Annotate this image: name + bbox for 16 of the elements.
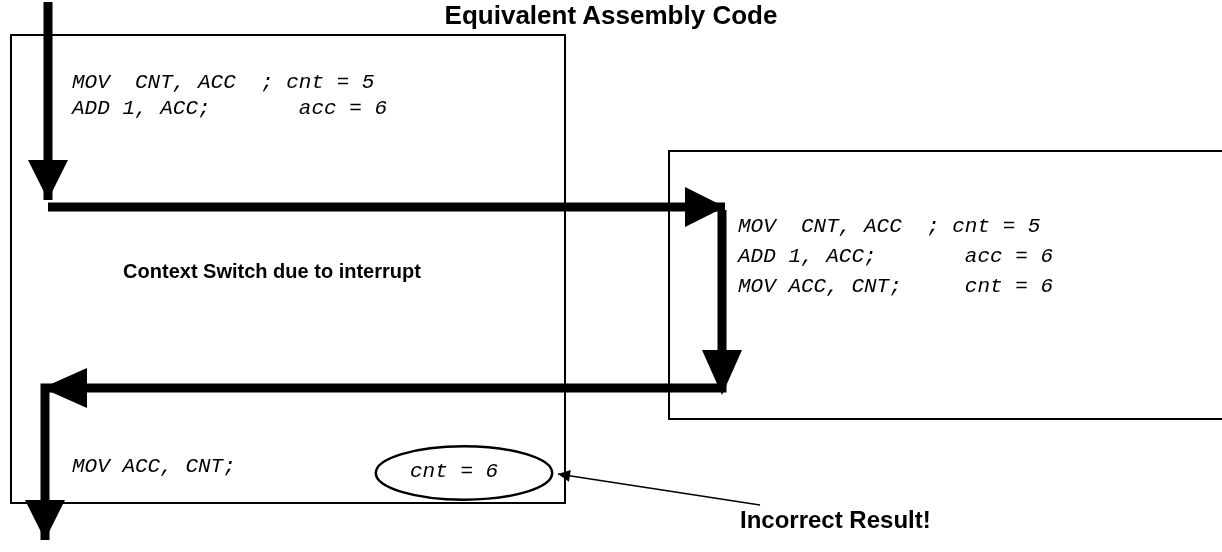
thick-arrow <box>48 186 725 228</box>
code-box <box>668 150 1222 420</box>
title: Equivalent Assembly Code <box>443 0 779 30</box>
context-switch-note: Context Switch due to interrupt <box>122 259 422 284</box>
code-line: MOV ACC, CNT; cnt = 6 <box>738 274 1054 300</box>
code-line: ADD 1, ACC; acc = 6 <box>72 96 388 122</box>
code-line: MOV ACC, CNT; <box>72 454 236 480</box>
code-line: MOV CNT, ACC ; cnt = 5 <box>738 214 1041 240</box>
thick-arrow <box>24 210 742 540</box>
leader-line <box>557 469 761 506</box>
code-line: MOV CNT, ACC ; cnt = 5 <box>72 70 375 96</box>
result-note: Incorrect Result! <box>740 505 932 535</box>
code-value: cnt = 6 <box>410 459 499 485</box>
thick-arrow <box>27 2 69 200</box>
code-line: ADD 1, ACC; acc = 6 <box>738 244 1054 270</box>
code-box <box>10 34 566 504</box>
